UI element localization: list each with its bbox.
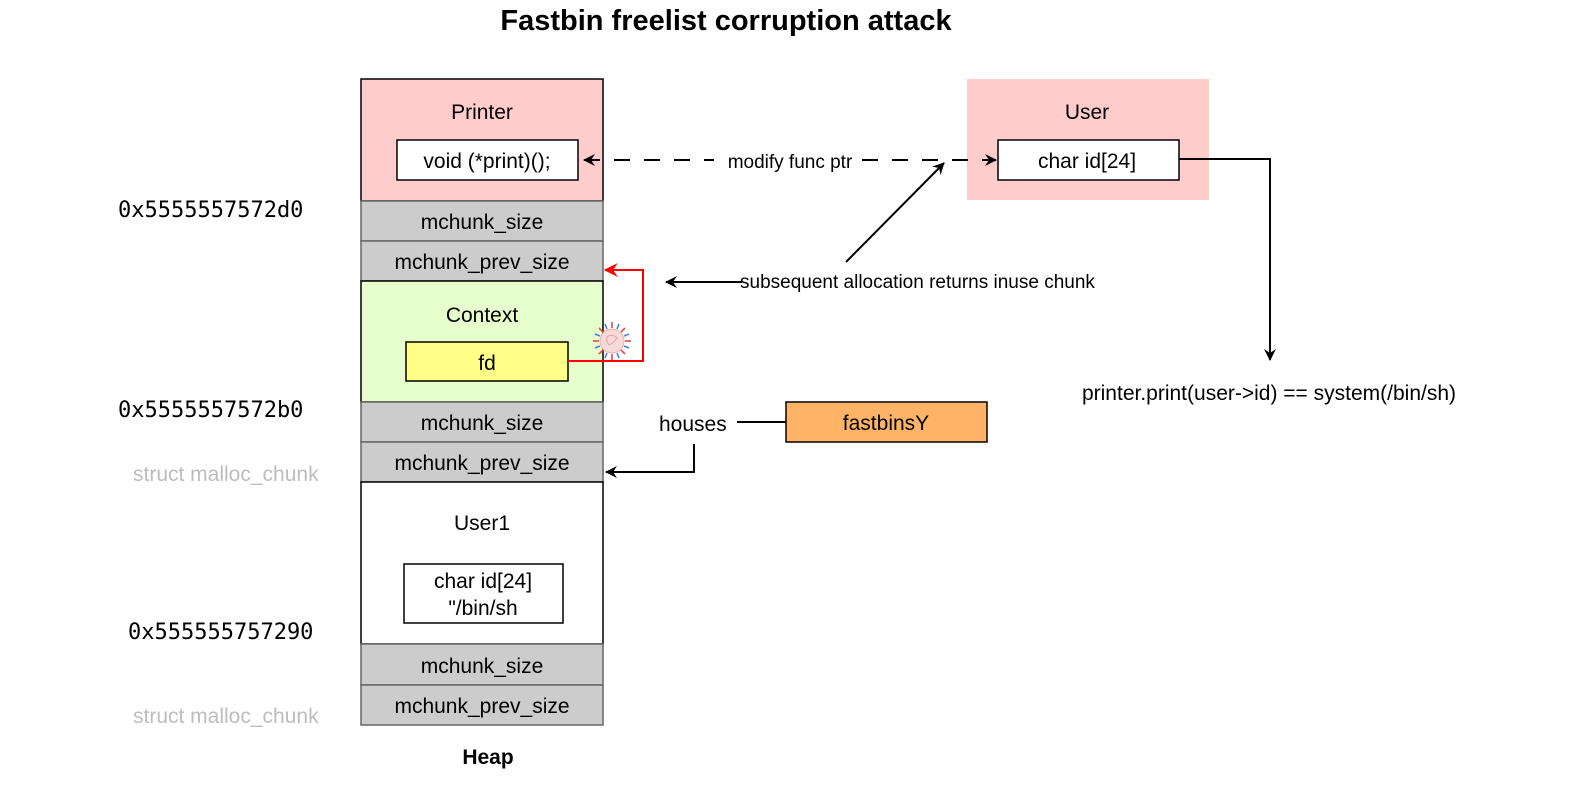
user1-id-label: char id[24]: [434, 570, 532, 593]
address-label: 0x5555557572d0: [118, 198, 303, 223]
modify-func-ptr-label: modify func ptr: [728, 152, 853, 173]
struct-malloc-chunk-label: struct malloc_chunk: [133, 463, 319, 486]
subsequent-to-user-edge: [845, 162, 945, 263]
mchunk-prev-size-cell: [360, 240, 604, 282]
houses-label: houses: [659, 413, 727, 436]
virus-icon: [593, 322, 631, 360]
user-chunk-title: User: [1065, 101, 1109, 124]
mchunk-prev-size-cell: [360, 684, 604, 726]
address-label: 0x5555557572b0: [118, 398, 303, 423]
context-chunk-title: Context: [446, 304, 519, 327]
user1-chunk-title: User1: [454, 512, 510, 535]
mchunk-prev-size-cell: [360, 441, 604, 483]
fastbins-box: [785, 401, 988, 443]
mchunk-prev-size-label: mchunk_prev_size: [394, 452, 569, 475]
mchunk-size-label: mchunk_size: [421, 211, 544, 234]
user-object: User char id[24]: [967, 79, 1209, 200]
subsequent-allocation-label: subsequent allocation returns inuse chun…: [740, 272, 1095, 293]
user-id-label: char id[24]: [1038, 150, 1136, 173]
user1-id-value: "/bin/sh: [448, 597, 517, 620]
mchunk-size-cell: [360, 643, 604, 686]
address-label: 0x555555757290: [128, 620, 313, 645]
printer-chunk-title: Printer: [451, 101, 513, 124]
print-func-ptr-field: [396, 139, 579, 181]
mchunk-size-cell: [360, 200, 604, 242]
mchunk-prev-size-label: mchunk_prev_size: [394, 251, 569, 274]
diagram-title: Fastbin freelist corruption attack: [500, 5, 952, 37]
user-id-to-result-edge: [1179, 158, 1276, 361]
mchunk-size-label: mchunk_size: [421, 412, 544, 435]
heap-column: Printer void (*print)(); mchunk_size mch…: [360, 78, 604, 769]
struct-malloc-chunk-label: struct malloc_chunk: [133, 705, 319, 728]
heap-label: Heap: [462, 746, 513, 769]
mchunk-prev-size-label: mchunk_prev_size: [394, 695, 569, 718]
fd-field: [405, 341, 569, 382]
fd-label: fd: [478, 352, 496, 375]
houses-to-chunk-edge: [605, 444, 695, 478]
result-label: printer.print(user->id) == system(/bin/s…: [1082, 382, 1456, 405]
print-func-ptr-label: void (*print)();: [423, 150, 550, 173]
user1-id-field: [403, 563, 564, 624]
corrupted-fd-edge: [568, 263, 644, 362]
mchunk-size-label: mchunk_size: [421, 655, 544, 678]
fastbins-label: fastbinsY: [843, 412, 929, 435]
user-id-field: [997, 139, 1180, 181]
